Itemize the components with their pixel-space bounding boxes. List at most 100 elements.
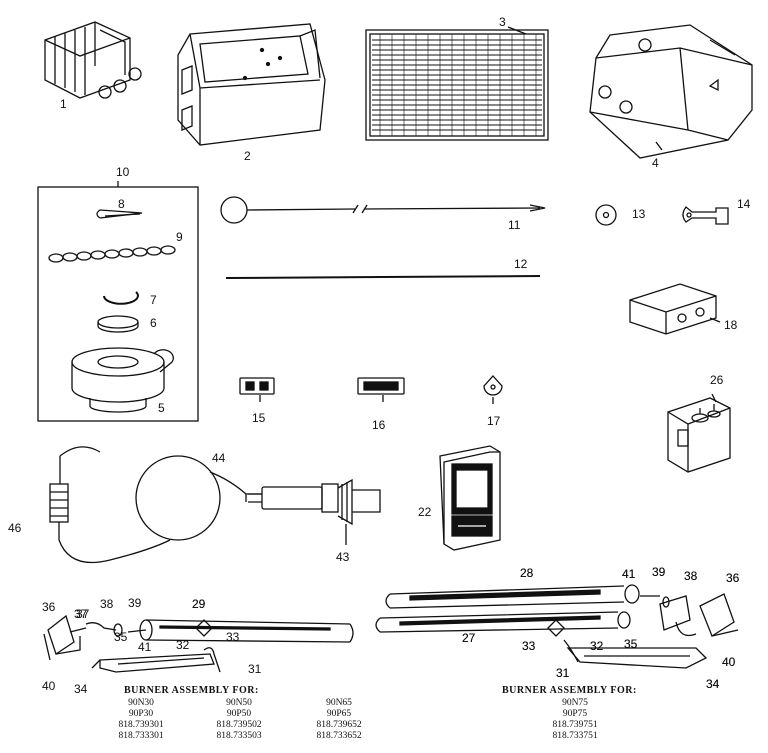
right-burner-part-label: 27 [462, 631, 476, 645]
right-burner-part-label: 36 [726, 571, 740, 585]
part-number-label: 26 [710, 373, 724, 387]
part-number-label: 36 [726, 571, 740, 585]
valve-key-illustration [682, 206, 729, 225]
part-number-label: 10 [116, 165, 130, 179]
left-model-column-2: 90N50 90P50 818.739502 818.733503 [194, 698, 284, 742]
part-number-label: 31 [556, 666, 570, 680]
part-number-label: 18 [724, 318, 738, 332]
model-number: 818.739652 [316, 720, 362, 730]
right-burner-part-label: 39 [652, 565, 666, 579]
part-number-label: 4 [652, 156, 659, 170]
part-number-label: 38 [684, 569, 698, 583]
left-burner-part-label: 29 [192, 597, 206, 611]
left-burner-part-label: 31 [248, 662, 262, 676]
left-burner-assembly-illustration [43, 614, 354, 673]
left-burner-part-label: 34 [74, 682, 88, 696]
outer-casing-illustration [589, 24, 753, 159]
part-number-label: 46 [8, 521, 22, 535]
part-number-label: 7 [150, 293, 157, 307]
model-number: 818.733652 [316, 731, 362, 741]
grille-illustration [365, 26, 549, 141]
heat-exchanger-illustration [44, 21, 142, 99]
part-number-label: 27 [462, 631, 476, 645]
right-burner-part-label: 28 [520, 566, 534, 580]
right-burner-part-label: 33 [522, 639, 536, 653]
left-model-column-3: 90N65 90P65 818.739652 818.733652 [294, 698, 384, 742]
left-model-column-1: 90N30 90P30 818.739301 818.733301 [96, 698, 186, 742]
right-burner-assembly-illustration [375, 584, 739, 669]
part-number-label: 34 [706, 677, 720, 691]
small-parts-kit-frame [37, 181, 199, 422]
model-number: 90P75 [562, 709, 588, 719]
model-number: 90P30 [128, 709, 154, 719]
left-burner-part-label: 41 [138, 640, 152, 654]
model-number: 90P50 [226, 709, 252, 719]
part-number-label: 29 [192, 597, 206, 611]
part-number-label: 22 [418, 505, 432, 519]
part-number-label: 15 [252, 411, 266, 425]
model-number: 90N75 [562, 698, 588, 708]
part-number-label: 17 [487, 414, 501, 428]
model-number: 818.739751 [552, 720, 598, 730]
left-burner-part-label: 33 [226, 630, 240, 644]
part-number-label: 35 [624, 637, 638, 651]
model-number: 90P65 [326, 709, 352, 719]
model-number: 90N50 [226, 698, 252, 708]
part-number-label: 39 [652, 565, 666, 579]
right-burner-caption: BURNER ASSEMBLY FOR: [502, 685, 637, 696]
part-number-label: 16 [372, 418, 386, 432]
right-burner-part-label: 35 [624, 637, 638, 651]
switch-15-illustration [239, 377, 275, 402]
part-number-label: 1 [60, 97, 67, 111]
right-burner-part-label: 34 [706, 677, 720, 691]
knob-illustration [483, 375, 503, 404]
left-burner-part-label: 40 [42, 679, 56, 693]
part-number-label: 28 [520, 566, 534, 580]
rod-illustration [225, 275, 541, 279]
left-burner-part-label: 39 [128, 596, 142, 610]
part-number-label: 5 [158, 401, 165, 415]
control-panel-illustration [439, 445, 501, 551]
switch-16-illustration [357, 377, 405, 402]
poker-rod-illustration [220, 196, 546, 224]
washer-illustration [97, 315, 139, 333]
model-number: 90N65 [326, 698, 352, 708]
part-number-label: 6 [150, 316, 157, 330]
cotter-pin-illustration [96, 209, 143, 219]
left-burner-caption: BURNER ASSEMBLY FOR: [124, 685, 259, 696]
left-burner-part-label: 38 [100, 597, 114, 611]
model-number: 818.733301 [118, 731, 164, 741]
part-number-label: 8 [118, 197, 125, 211]
part-number-label: 9 [176, 230, 183, 244]
part-number-label: 32 [590, 639, 604, 653]
gas-valve-illustration [667, 393, 731, 473]
model-number: 90N30 [128, 698, 154, 708]
part-number-label: 2 [244, 149, 251, 163]
thermocouple-assembly-illustration [49, 446, 381, 564]
model-number: 818.733751 [552, 731, 598, 741]
cabinet-box-illustration [177, 23, 326, 146]
part-number-label: 12 [514, 257, 528, 271]
part-number-label: 3 [499, 15, 506, 29]
left-burner-part-label: 37 [76, 607, 90, 621]
model-number: 818.739502 [216, 720, 262, 730]
part-number-label: 14 [737, 197, 751, 211]
part-number-label: 40 [722, 655, 736, 669]
grommet-illustration [595, 204, 617, 226]
pilot-body-illustration [71, 347, 174, 413]
right-burner-part-label: 32 [590, 639, 604, 653]
junction-block-illustration [629, 283, 721, 335]
chain-illustration [48, 245, 176, 263]
left-burner-part-label: 32 [176, 638, 190, 652]
left-burner-part-label: 35 [114, 630, 128, 644]
part-number-label: 37 [74, 607, 88, 621]
part-number-label: 43 [336, 550, 350, 564]
model-number: 818.739301 [118, 720, 164, 730]
right-burner-part-label: 31 [556, 666, 570, 680]
right-burner-part-label: 41 [622, 567, 636, 581]
left-burner-part-label: 36 [42, 600, 56, 614]
snap-ring-illustration [103, 291, 139, 305]
part-number-label: 41 [622, 567, 636, 581]
